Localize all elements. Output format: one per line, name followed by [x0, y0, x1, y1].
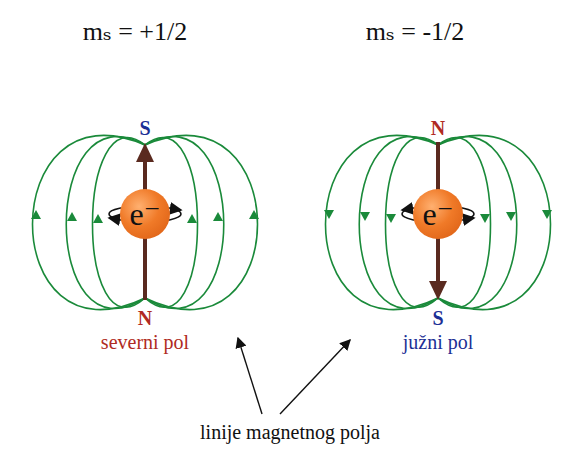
spin-quantum-number: mₛ = +1/2	[83, 19, 188, 45]
pole-letter: S	[139, 118, 150, 138]
caption-label: linije magnetnog polja	[200, 422, 380, 442]
pole-letter: N	[431, 118, 445, 138]
pole-letter: N	[138, 308, 152, 328]
electron-symbol: e⁻	[129, 198, 160, 230]
field-lines-right	[326, 135, 551, 309]
leader-lines	[238, 338, 350, 414]
electron-circle: e⁻	[120, 189, 170, 239]
pole-name: severni pol	[101, 332, 189, 352]
pole-letter: S	[432, 308, 443, 328]
field-lines-left	[33, 135, 258, 309]
electron-circle: e⁻	[413, 189, 463, 239]
pole-name: južni pol	[403, 332, 474, 352]
electron-symbol: e⁻	[422, 198, 453, 230]
spin-quantum-number: mₛ = -1/2	[366, 19, 465, 45]
